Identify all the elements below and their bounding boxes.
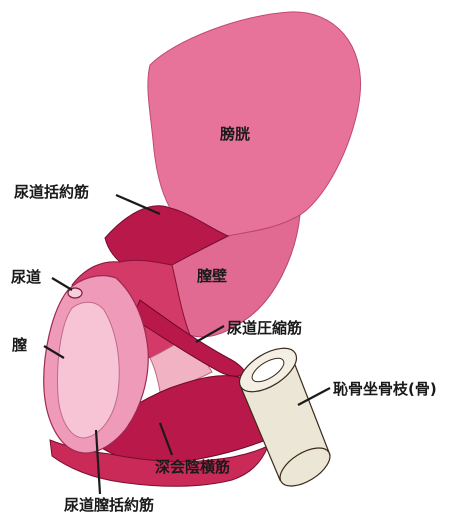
label-compressor-urethrae: 尿道圧縮筋 — [227, 319, 302, 337]
label-deep-transverse-perineal: 深会陰横筋 — [155, 458, 230, 476]
label-urethra: 尿道 — [11, 268, 41, 286]
label-ischiopubic-ramus: 恥骨坐骨枝(骨) — [333, 380, 437, 398]
label-vaginal-wall: 膣壁 — [197, 267, 227, 285]
vagina-inner-shape — [58, 302, 120, 438]
leader-urethra — [52, 278, 72, 290]
bladder-shape — [148, 12, 361, 236]
label-urethrovaginal-sphincter: 尿道膣括約筋 — [64, 496, 154, 514]
label-urethral-sphincter: 尿道括約筋 — [14, 183, 89, 201]
label-bladder: 膀胱 — [220, 125, 250, 143]
label-vagina: 膣 — [12, 336, 27, 354]
